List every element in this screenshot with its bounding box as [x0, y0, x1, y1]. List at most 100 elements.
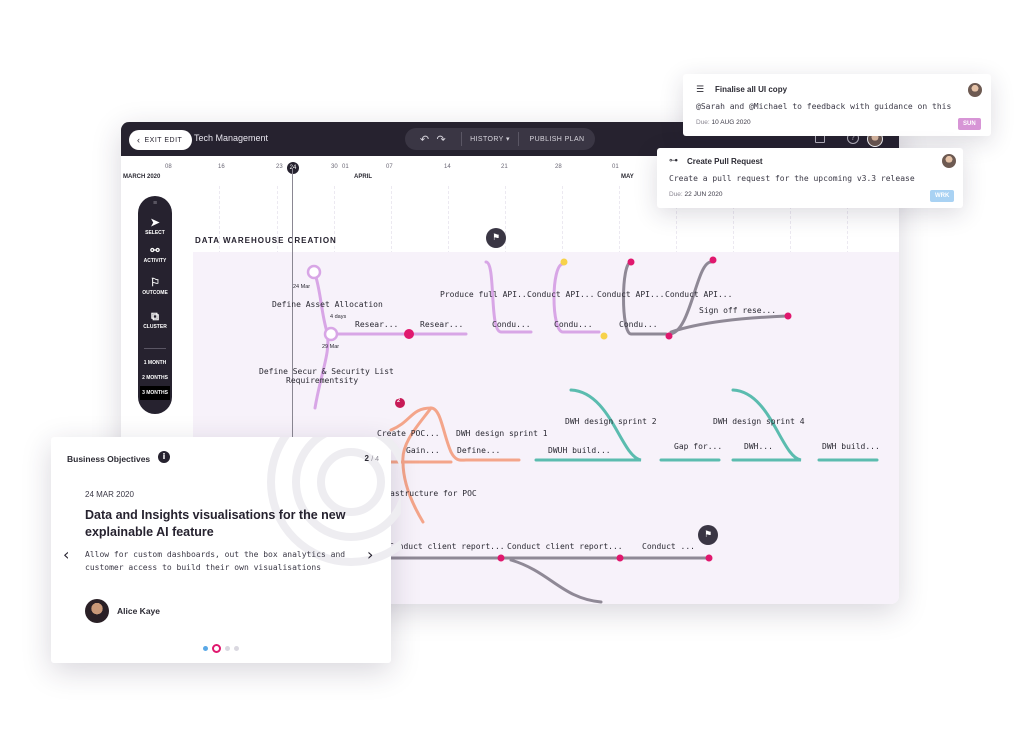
purple-path[interactable] — [552, 262, 601, 334]
avatar — [941, 153, 957, 169]
chevron-left-icon[interactable]: ‹ — [63, 545, 70, 564]
node-label[interactable]: DWH design sprint 4 — [713, 417, 805, 426]
comment-badge[interactable] — [395, 398, 405, 408]
node-label[interactable]: Define Secur & Security List — [259, 367, 394, 376]
node-label[interactable]: Conduct ... — [642, 542, 695, 551]
task-title: Finalise all UI copy — [715, 85, 788, 94]
cluster-icon: ⧉ — [151, 311, 159, 323]
grey-path[interactable] — [669, 314, 789, 334]
history-label: HISTORY — [470, 136, 504, 143]
month-label: MAY — [621, 174, 634, 180]
redo-icon[interactable]: ↷ — [436, 133, 447, 146]
node-label[interactable]: Conduct client report... — [507, 542, 623, 551]
page-dot[interactable] — [203, 646, 208, 651]
page-dot-active[interactable] — [212, 644, 221, 653]
alert-dot — [627, 258, 635, 266]
alert-dot — [665, 332, 673, 340]
node-label[interactable]: Conduct API... — [527, 290, 595, 299]
task-description: @Sarah and @Michael to feedback with gui… — [696, 102, 952, 111]
range-1-month[interactable]: 1 MONTH — [143, 360, 167, 366]
list-icon: ☰ — [696, 85, 705, 95]
tick-label: 07 — [386, 164, 393, 170]
task-card[interactable]: ☰ Finalise all UI copy @Sarah and @Micha… — [683, 74, 991, 136]
info-icon[interactable]: i — [158, 451, 170, 463]
teal-path[interactable] — [731, 388, 802, 462]
grey-path[interactable] — [509, 558, 603, 604]
node-label[interactable]: Define Asset Allocation — [272, 300, 383, 309]
node-label[interactable]: Condu... — [554, 320, 593, 329]
page-dot[interactable] — [234, 646, 239, 651]
node-label[interactable]: Gain... — [406, 446, 440, 455]
card-title: Business Objectives — [67, 454, 151, 464]
plan-controls: ↶ ↷ HISTORY ▾ PUBLISH PLAN — [405, 128, 595, 150]
add-node-button[interactable] — [404, 329, 414, 339]
publish-plan-button[interactable]: PUBLISH PLAN — [529, 135, 585, 143]
activity-tool[interactable]: ⚯ ACTIVITY — [138, 244, 172, 264]
node-label[interactable]: Resear... — [420, 320, 464, 329]
status-dot — [560, 258, 568, 266]
node-label[interactable]: Create POC... — [377, 429, 440, 438]
objective-heading: Data and Insights visualisations for the… — [85, 508, 346, 539]
tick-label: 28 — [555, 164, 562, 170]
node-label[interactable]: DWH design sprint 2 — [565, 417, 657, 426]
node-label[interactable]: DWH build... — [822, 442, 880, 451]
page-dot[interactable] — [225, 646, 230, 651]
node-label[interactable]: Gap for... — [674, 442, 723, 451]
range-2-months[interactable]: 2 MONTHS — [142, 375, 168, 381]
node-label[interactable]: Conduct API... — [665, 290, 733, 299]
milestone-node[interactable] — [306, 264, 322, 280]
exit-edit-label: EXIT EDIT — [144, 136, 183, 144]
node-label[interactable]: Resear... — [355, 320, 399, 329]
alert-dot — [709, 256, 717, 264]
flag-icon[interactable]: ⚑ — [698, 525, 718, 545]
node-label[interactable]: Conduct API... — [597, 290, 665, 299]
node-label[interactable]: Produce full API... — [440, 290, 532, 299]
node-label[interactable]: DWUH build... — [548, 446, 611, 455]
exit-edit-button[interactable]: ‹ EXIT EDIT — [129, 130, 193, 150]
avatar — [967, 82, 983, 98]
due-date: 22 JUN 2020 — [684, 191, 723, 198]
grey-path[interactable] — [622, 260, 668, 336]
roadmap-canvas — [306, 256, 879, 604]
workstream-title: DATA WAREHOUSE CREATION — [195, 236, 337, 245]
cluster-tool[interactable]: ⧉ CLUSTER — [138, 310, 172, 330]
flag-icon[interactable]: ⚑ — [486, 228, 506, 248]
alert-dot — [784, 312, 792, 320]
drag-handle-icon[interactable]: ≡ — [152, 200, 158, 207]
milestone-node[interactable] — [323, 326, 339, 342]
undo-icon[interactable]: ↶ — [419, 133, 430, 146]
orange-path[interactable] — [401, 406, 433, 524]
range-3-months[interactable]: 3 MONTHS — [140, 386, 170, 400]
node-label[interactable]: astructure for POC — [390, 489, 477, 498]
node-label[interactable]: Define... — [457, 446, 501, 455]
due-label: Due: — [696, 119, 710, 126]
tag-badge[interactable]: WRK — [930, 190, 955, 202]
due-label: Due: — [669, 191, 683, 198]
history-dropdown[interactable]: HISTORY ▾ — [470, 136, 510, 143]
business-objectives-card: Business Objectives i 2 / 4 24 MAR 2020 … — [51, 437, 401, 663]
chevron-left-icon: ‹ — [137, 135, 141, 145]
orange-path[interactable] — [389, 406, 521, 462]
page-indicator: 2 / 4 — [365, 454, 379, 463]
chevron-right-icon[interactable]: › — [367, 545, 374, 564]
tick-label: 16 — [218, 164, 225, 170]
task-card[interactable]: ⊶ Create Pull Request Create a pull requ… — [657, 148, 963, 208]
node-label[interactable]: Sign off rese... — [699, 306, 777, 315]
node-label[interactable]: DWH design sprint 1 — [456, 429, 548, 438]
node-label[interactable]: Condu... — [619, 320, 658, 329]
node-label[interactable]: Requirementsity — [286, 376, 359, 385]
node-label[interactable]: Condu... — [492, 320, 531, 329]
objective-date: 24 MAR 2020 — [85, 490, 134, 499]
page-current: 2 — [364, 454, 369, 463]
node-label[interactable]: Conduct client report... — [389, 542, 505, 551]
tag-badge[interactable]: SUN — [958, 118, 981, 130]
purple-path[interactable] — [313, 272, 330, 410]
owner-name: Alice Kaye — [117, 606, 160, 616]
page-title: Tech Management — [194, 133, 269, 143]
teal-path[interactable] — [534, 388, 642, 462]
purple-path[interactable] — [484, 260, 533, 334]
select-tool[interactable]: ➤ SELECT — [138, 216, 172, 236]
duration-label: 4 days — [330, 314, 347, 320]
outcome-tool[interactable]: ⚐ OUTCOME — [138, 276, 172, 296]
node-label[interactable]: DWH... — [744, 442, 773, 451]
